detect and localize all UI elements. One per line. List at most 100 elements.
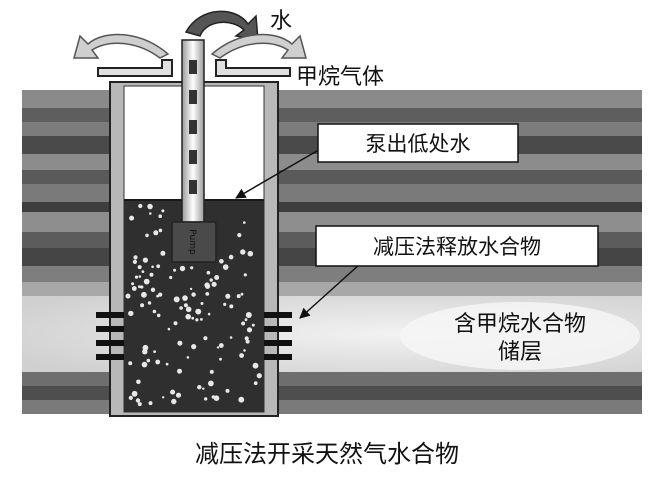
- pump-label: Pump: [187, 229, 197, 255]
- gas-bubble: [179, 265, 186, 272]
- gas-bubble: [190, 266, 194, 270]
- gas-bubble: [237, 233, 242, 238]
- gas-bubble: [158, 228, 163, 233]
- gas-bubble: [173, 321, 178, 326]
- gas-bubble: [165, 362, 169, 366]
- gas-bubble: [222, 264, 229, 270]
- gas-bubble: [229, 304, 234, 309]
- gas-bubble: [197, 385, 202, 390]
- gas-bubble: [141, 291, 147, 298]
- gas-bubble: [129, 215, 135, 221]
- gas-bubble: [175, 392, 182, 398]
- gas-bubble: [156, 264, 161, 269]
- gas-bubble: [183, 303, 188, 308]
- gas-bubble: [167, 327, 171, 331]
- gas-bubble: [138, 275, 142, 278]
- gas-bubble: [171, 398, 177, 405]
- gas-bubble: [229, 336, 233, 339]
- gas-bubble: [158, 214, 162, 218]
- gas-bubble: [153, 230, 159, 236]
- gas-bubble: [191, 316, 195, 320]
- gas-bubble: [253, 381, 258, 386]
- gas-bubble: [177, 340, 183, 346]
- gas-bubble: [204, 397, 208, 401]
- gas-bubble: [186, 356, 190, 359]
- gas-bubble: [241, 321, 246, 326]
- gas-bubble: [152, 309, 157, 314]
- gas-bubble: [252, 362, 259, 369]
- gas-bubble: [238, 396, 245, 403]
- gas-bubble: [134, 275, 139, 279]
- gas-bubble: [191, 344, 197, 350]
- gas-bubble: [162, 396, 165, 399]
- gas-bubble: [179, 306, 183, 310]
- gas-bubble: [155, 359, 161, 365]
- perforations: [96, 312, 292, 360]
- gas-bubble: [138, 285, 141, 289]
- gas-bubble: [130, 311, 134, 316]
- gas-bubble: [189, 287, 193, 291]
- gas-bubble: [214, 275, 220, 280]
- label-reservoir-line2: 储层: [498, 340, 542, 365]
- gas-bubble: [219, 357, 222, 361]
- gas-bubble: [216, 346, 220, 349]
- gas-bubble: [142, 344, 149, 351]
- callout-depressurize-release: 减压法释放水合物: [315, 225, 599, 267]
- gas-bubble: [200, 318, 203, 321]
- callout-pump-out-water: 泵出低处水: [317, 123, 519, 163]
- gas-bubble: [209, 278, 213, 282]
- gas-bubble: [243, 221, 246, 224]
- well-cap: [97, 59, 291, 77]
- gas-bubble: [195, 318, 199, 322]
- gas-bubble: [153, 350, 157, 353]
- gas-bubble: [158, 292, 163, 297]
- gas-bubble: [223, 302, 227, 306]
- gas-bubble: [147, 203, 153, 210]
- gas-bubble: [209, 369, 214, 374]
- gas-bubble: [128, 361, 133, 366]
- gas-bubble: [207, 312, 211, 316]
- gas-bubble: [160, 250, 166, 256]
- gas-bubble: [239, 353, 245, 358]
- gas-bubble: [208, 380, 214, 387]
- gas-bubble: [132, 259, 137, 264]
- gas-bubble: [243, 349, 246, 352]
- gas-bubble: [148, 401, 153, 406]
- gas-bubble: [240, 249, 246, 255]
- gas-bubble: [145, 233, 149, 238]
- gas-bubble: [156, 294, 160, 298]
- gas-bubble: [225, 388, 230, 393]
- gas-bubble: [140, 285, 144, 289]
- gas-bubble: [125, 293, 131, 299]
- label-reservoir-line1: 含甲烷水合物: [454, 312, 586, 337]
- gas-bubble: [240, 292, 244, 296]
- gas-bubble: [185, 306, 192, 313]
- gas-bubble: [141, 270, 145, 273]
- pump-pipe: [181, 39, 205, 223]
- gas-bubble: [149, 272, 154, 277]
- gas-bubble: [185, 313, 191, 320]
- gas-bubble: [142, 257, 148, 263]
- gas-bubbles: [125, 203, 262, 407]
- gas-bubble: [140, 303, 145, 308]
- gas-bubble: [173, 268, 177, 272]
- gas-bubble: [149, 212, 152, 215]
- pump: Pump: [171, 221, 217, 263]
- gas-bubble: [146, 358, 151, 363]
- label-depressurize-release: 减压法释放水合物: [373, 235, 541, 259]
- gas-bubble: [138, 203, 143, 209]
- gas-bubble: [246, 327, 253, 333]
- figure-caption: 减压法开采天然气水合物: [195, 440, 459, 468]
- gas-bubble: [173, 296, 180, 303]
- gas-bubble: [195, 308, 202, 315]
- gas-bubble: [156, 313, 161, 318]
- gas-bubble: [225, 293, 231, 299]
- label-methane-gas: 甲烷气体: [296, 65, 384, 90]
- gas-bubble: [244, 336, 249, 341]
- gas-outflow-left-arrow: [73, 33, 170, 59]
- gas-bubble: [147, 301, 152, 305]
- gas-bubble: [204, 282, 210, 288]
- gas-bubble: [177, 368, 182, 374]
- gas-bubble: [182, 295, 188, 301]
- gas-bubble: [203, 336, 208, 341]
